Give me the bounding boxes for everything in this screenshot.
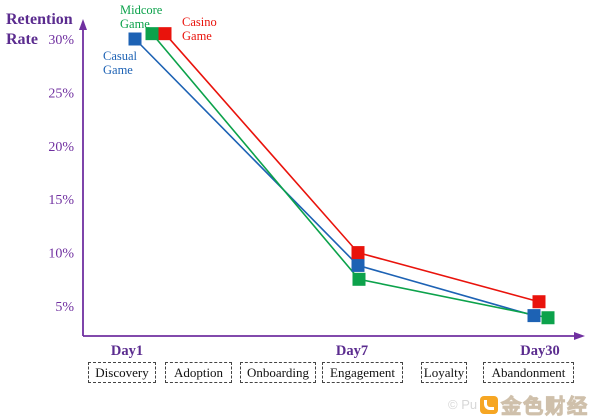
x-tick-label: Day1 xyxy=(111,343,143,359)
retention-chart-canvas: 30% 25% 20% 15% 10% 5% Day1 Day7 Day30 xyxy=(48,19,585,359)
jinse-logo-icon xyxy=(480,395,499,414)
phase-box-onboarding: Onboarding xyxy=(240,362,316,383)
series-label-casual-game: Casual Game xyxy=(103,49,138,78)
y-tick-label: 25% xyxy=(48,86,74,101)
x-axis-arrow xyxy=(574,332,585,340)
data-point-marker xyxy=(532,295,546,309)
data-point-marker xyxy=(541,311,555,325)
watermark-text: 金色财经 xyxy=(501,396,590,419)
y-axis-title: Retention Rate xyxy=(6,11,73,48)
series-line xyxy=(134,38,535,317)
data-point-marker xyxy=(145,27,159,41)
phase-box-engagement: Engagement xyxy=(322,362,403,383)
series-line xyxy=(151,33,549,319)
phase-box-adoption: Adoption xyxy=(165,362,232,383)
phase-box-discovery: Discovery xyxy=(88,362,156,383)
phase-box-loyalty: Loyalty xyxy=(421,362,467,383)
watermark: © Pu 金色财经 xyxy=(448,390,589,419)
series-label-midcore-game: Midcore Game xyxy=(120,3,163,32)
y-tick-label: 5% xyxy=(55,300,74,315)
x-tick-label: Day7 xyxy=(336,343,368,359)
phase-box-abandonment: Abandonment xyxy=(483,362,574,383)
data-point-marker xyxy=(158,27,172,41)
data-point-marker xyxy=(527,309,541,323)
y-tick-label: 30% xyxy=(48,33,74,48)
y-axis-arrow xyxy=(79,19,87,30)
series-label-casino-game: Casino Game xyxy=(182,15,217,44)
watermark-prefix: © Pu xyxy=(448,397,478,412)
data-point-marker xyxy=(352,272,366,286)
y-tick-label: 15% xyxy=(48,193,74,208)
y-tick-label: 10% xyxy=(48,247,74,262)
y-tick-label: 20% xyxy=(48,140,74,155)
x-tick-label: Day30 xyxy=(520,343,559,359)
data-point-marker xyxy=(351,246,365,260)
data-point-marker xyxy=(128,32,142,46)
data-point-marker xyxy=(351,258,365,272)
